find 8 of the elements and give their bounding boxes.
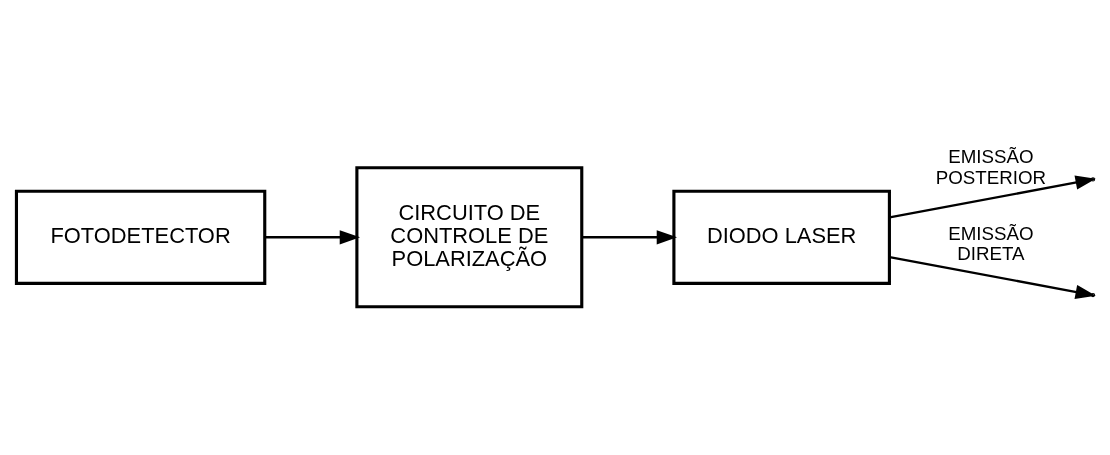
edge-label: EMISSÃO POSTERIOR (935, 146, 1047, 188)
edge-label: EMISSÃO DIRETA (948, 222, 1034, 265)
node-box: CIRCUITO DE CONTROLE DE POLARIZAÇÃO (355, 166, 584, 309)
arrow (889, 256, 1096, 299)
node-box: DIODO LASER (672, 189, 891, 285)
node-box: FOTODETECTOR (14, 189, 267, 285)
arrow (582, 230, 678, 245)
arrow (264, 230, 361, 245)
